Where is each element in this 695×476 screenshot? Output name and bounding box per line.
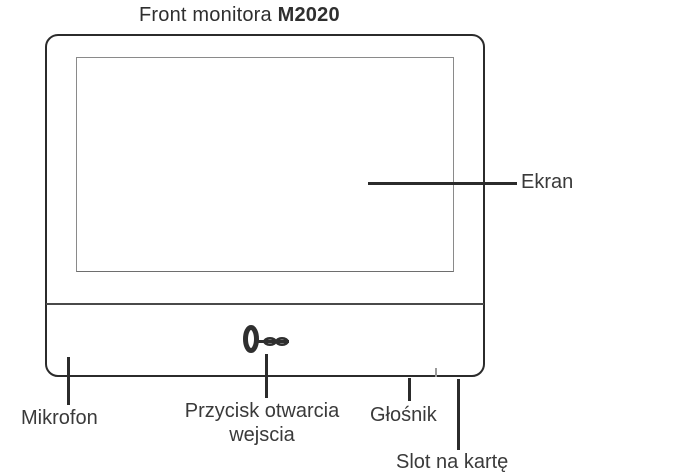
ekran-label: Ekran bbox=[521, 171, 574, 193]
przycisk-label-line2: wejscia bbox=[229, 424, 295, 446]
slot-leader-line bbox=[457, 379, 460, 450]
key-icon bbox=[242, 325, 292, 355]
mikrofon-label: Mikrofon bbox=[21, 407, 98, 429]
przycisk-leader-line bbox=[265, 354, 268, 398]
slot-label: Slot na kartę bbox=[396, 451, 509, 473]
monitor-panel-divider bbox=[46, 303, 484, 305]
panel-slot-tick bbox=[435, 368, 437, 377]
ekran-leader-line bbox=[368, 182, 517, 185]
przycisk-label-line1: Przycisk otwarcia bbox=[184, 400, 340, 422]
page-title: Front monitora M2020 bbox=[139, 4, 340, 27]
glosnik-leader-line bbox=[408, 378, 411, 401]
mikrofon-leader-line bbox=[67, 357, 70, 405]
monitor-screen bbox=[76, 57, 454, 272]
page-title-model: M2020 bbox=[277, 4, 340, 26]
przycisk-label: Przycisk otwarcia wejscia bbox=[167, 399, 357, 447]
glosnik-label: Głośnik bbox=[370, 404, 437, 426]
page-title-prefix: Front monitora bbox=[139, 4, 278, 26]
